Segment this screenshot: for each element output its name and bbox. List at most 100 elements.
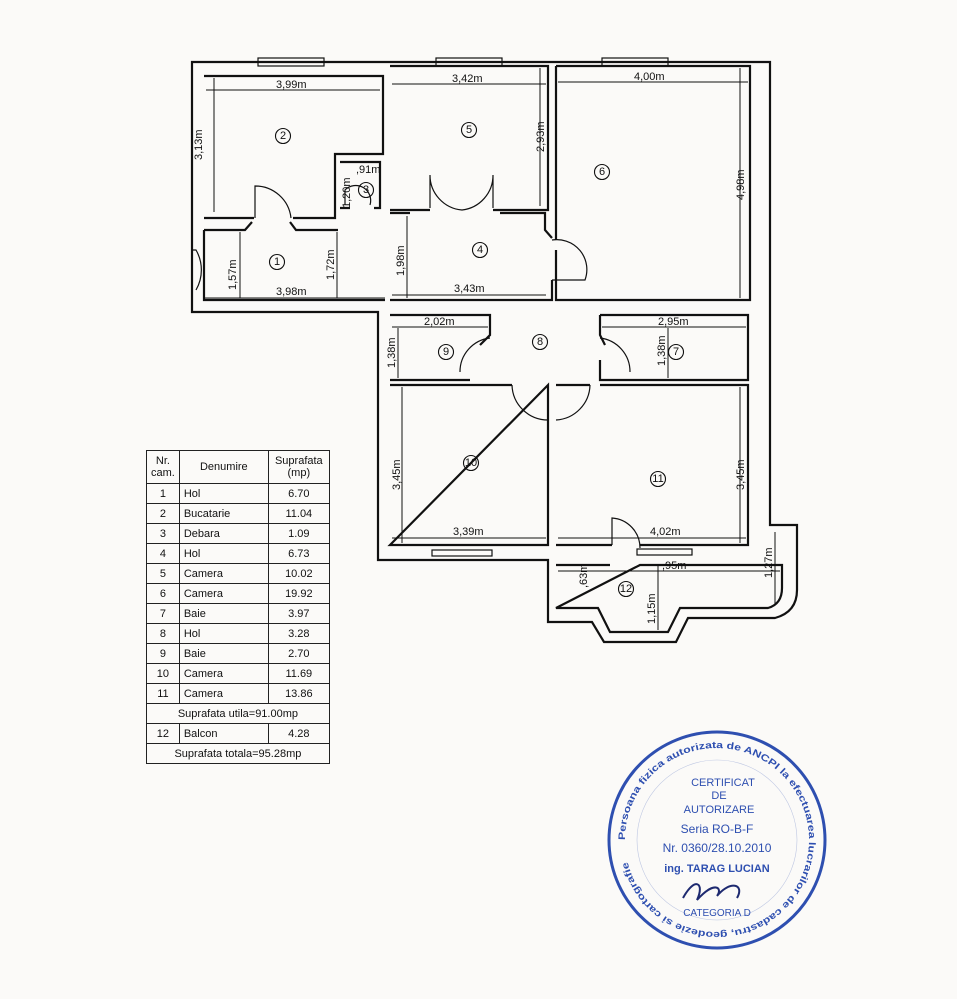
dim-label: 3,45m — [735, 459, 747, 490]
dim-label: 4,00m — [634, 71, 665, 83]
dim-label: 3,39m — [453, 526, 484, 538]
room-area: 10.02 — [267, 563, 330, 584]
room-number: 12 — [620, 583, 632, 595]
room-name: Debara — [178, 523, 269, 544]
dim-label: 1,15m — [646, 593, 658, 624]
windows — [257, 57, 693, 557]
room-area: 11.04 — [267, 503, 330, 524]
room-number-circle — [460, 121, 478, 139]
dim-label: 4,02m — [650, 526, 681, 538]
room-nr: 5 — [146, 563, 180, 584]
room-number-circle — [437, 343, 455, 361]
room-walls — [202, 64, 784, 634]
room-number: 6 — [599, 166, 605, 178]
dim-label: ,95m — [662, 560, 686, 572]
room-number-circle — [462, 454, 480, 472]
room-number-circle — [357, 181, 375, 199]
room-nr: 3 — [146, 523, 180, 544]
table-row: 12 Balcon 4.28 — [146, 723, 330, 744]
room-number: 7 — [673, 346, 679, 358]
room-name: Baie — [178, 603, 269, 624]
stamp-line: Nr. 0360/28.10.2010 — [663, 841, 772, 855]
dim-label: 1,27m — [763, 547, 775, 578]
room-area: 6.73 — [267, 543, 330, 564]
dim-label: 3,98m — [276, 286, 307, 298]
dimension-lines — [204, 68, 780, 630]
room-number: 2 — [280, 130, 286, 142]
room-nr: 4 — [146, 543, 180, 564]
stamp-line: Seria RO-B-F — [681, 822, 754, 836]
room-nr: 8 — [146, 623, 180, 644]
dim-label: 1,38m — [656, 335, 668, 366]
room-number: 5 — [466, 124, 472, 136]
doors — [192, 174, 641, 549]
room-nr: 1 — [146, 483, 180, 504]
room-nr: 10 — [146, 663, 180, 684]
room-name: Hol — [178, 543, 269, 564]
dim-label: 3,43m — [454, 283, 485, 295]
room-number-circle — [268, 253, 286, 271]
dim-label: 3,42m — [452, 73, 483, 85]
room-area: 1.09 — [267, 523, 330, 544]
room-name: Camera — [178, 663, 269, 684]
room-number: 10 — [465, 457, 477, 469]
stamp-line: CERTIFICAT — [691, 777, 755, 789]
stamp-line: DE — [711, 790, 726, 802]
room-number-circle — [593, 163, 611, 181]
room-name: Hol — [178, 483, 269, 504]
room-number-circle — [471, 241, 489, 259]
dim-label: 2,95m — [658, 316, 689, 328]
room-nr: 6 — [146, 583, 180, 604]
dim-label: 3,45m — [391, 459, 403, 490]
dim-label: 2,02m — [424, 316, 455, 328]
room-number-circle — [617, 580, 635, 598]
dim-label: 1,57m — [227, 259, 239, 290]
signature — [682, 883, 741, 901]
room-area: 4.28 — [267, 723, 330, 744]
room-number-circle — [649, 470, 667, 488]
dim-label: 1,98m — [395, 245, 407, 276]
dim-label: ,91m — [356, 164, 380, 176]
dim-label: 1,20m — [341, 177, 353, 208]
dim-label: 4,98m — [735, 169, 747, 200]
room-area: 3.97 — [267, 603, 330, 624]
room-area: 2.70 — [267, 643, 330, 664]
useful-total: Suprafata utila=91.00mp — [146, 703, 330, 724]
room-number-circle — [667, 343, 685, 361]
room-name: Camera — [178, 563, 269, 584]
room-nr: 7 — [146, 603, 180, 624]
dim-label: ,63m — [578, 564, 590, 588]
room-name: Camera — [178, 583, 269, 604]
dimension-labels: 3,99m 3,13m 3,42m 2,93m 4,00m 4,98m ,91m… — [193, 71, 775, 624]
room-name: Hol — [178, 623, 269, 644]
room-nr: 11 — [146, 683, 180, 704]
room-area: 13.86 — [267, 683, 330, 704]
outer-wall — [190, 60, 799, 644]
room-nr: 12 — [146, 723, 180, 744]
room-name: Bucatarie — [178, 503, 269, 524]
table-header: Nr. cam. Denumire Suprafata (mp) — [146, 450, 330, 484]
authorization-stamp: Persoana fizica autorizata de ANCPI la e… — [607, 730, 827, 950]
useful-total-row: Suprafata utila=91.00mp — [146, 703, 330, 724]
room-number: 8 — [537, 336, 543, 348]
header-area: Suprafata (mp) — [267, 450, 330, 484]
room-number: 3 — [363, 184, 369, 196]
room-number: 9 — [443, 346, 449, 358]
room-area: 3.28 — [267, 623, 330, 644]
room-nr: 2 — [146, 503, 180, 524]
grand-total: Suprafata totala=95.28mp — [146, 743, 330, 764]
grand-total-row: Suprafata totala=95.28mp — [146, 743, 330, 764]
room-number: 1 — [274, 256, 280, 268]
